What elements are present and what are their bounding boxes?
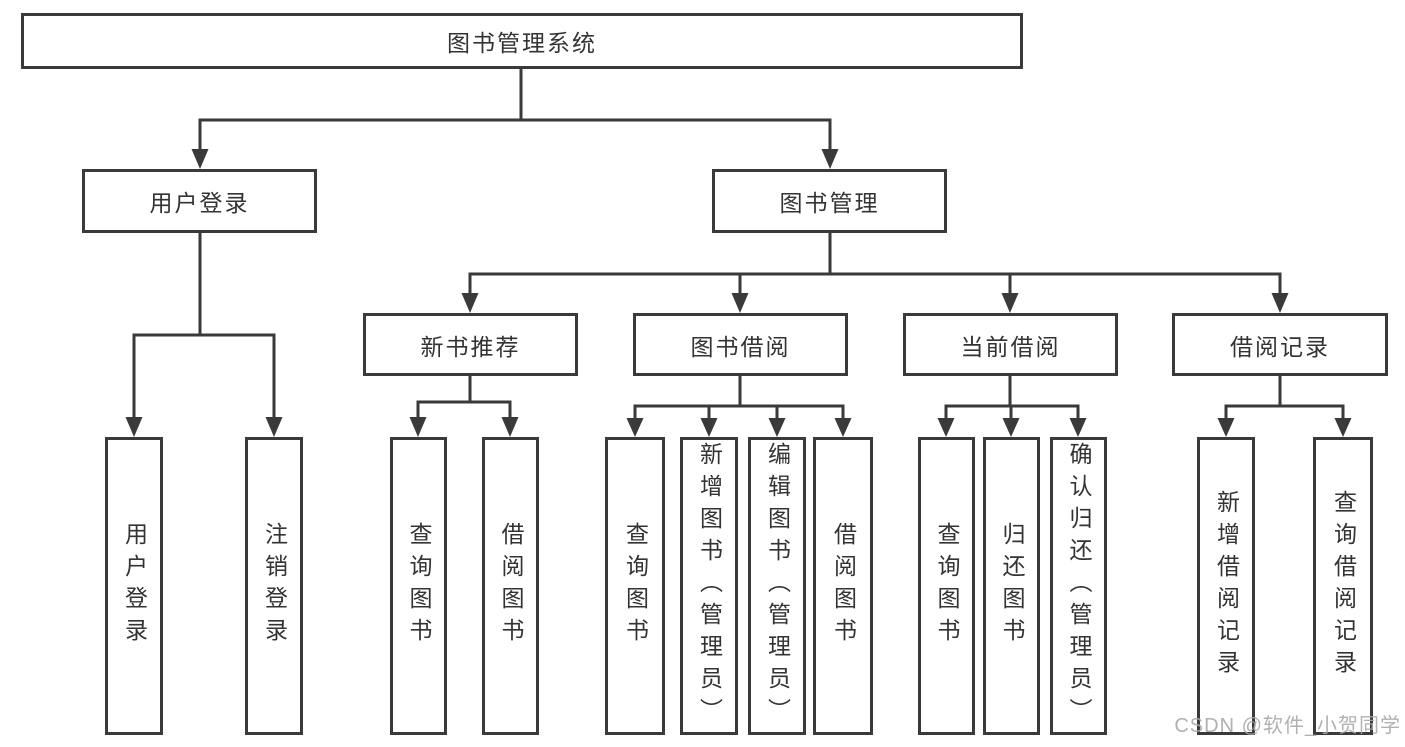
node-leaf-return-books: 归还图书 <box>983 437 1040 735</box>
node-label: 查询借阅记录 <box>1330 490 1357 682</box>
node-user-login: 用户登录 <box>82 169 317 233</box>
node-leaf-add-books-admin: 新增图书（管理员） <box>680 437 738 735</box>
node-leaf-query-books-recommendation: 查询图书 <box>390 437 447 735</box>
node-label: 图书管理系统 <box>447 30 597 56</box>
node-leaf-borrow-books: 借阅图书 <box>813 437 873 735</box>
node-label: 用户登录 <box>149 190 250 216</box>
node-leaf-logout: 注销登录 <box>245 437 303 735</box>
node-library-management-system: 图书管理系统 <box>21 13 1023 69</box>
node-label: 借阅图书 <box>830 522 857 650</box>
node-leaf-query-books-current: 查询图书 <box>918 437 975 735</box>
node-book-management: 图书管理 <box>712 169 947 233</box>
node-leaf-user-login: 用户登录 <box>105 437 163 735</box>
node-leaf-confirm-return-admin: 确认归还（管理员） <box>1050 437 1107 735</box>
node-label: 新增借阅记录 <box>1213 490 1240 682</box>
node-leaf-borrow-books-recommendation: 借阅图书 <box>482 437 539 735</box>
connector-user-login-children <box>125 233 283 437</box>
connector-current-borrowing-children <box>937 376 1087 437</box>
node-leaf-query-borrow-record: 查询借阅记录 <box>1313 437 1373 735</box>
connector-new-book-rec-children <box>409 376 519 437</box>
node-leaf-query-books-borrowing: 查询图书 <box>605 437 665 735</box>
node-current-borrowing: 当前借阅 <box>903 313 1118 376</box>
node-label: 查询图书 <box>622 522 649 650</box>
connector-root-to-level2 <box>191 69 839 169</box>
connector-borrow-records-children <box>1217 376 1352 437</box>
connector-book-mgmt-to-level3 <box>461 233 1289 313</box>
node-label: 查询图书 <box>406 522 432 650</box>
node-label: 图书借阅 <box>690 333 791 360</box>
node-label: 编辑图书（管理员） <box>764 442 791 730</box>
node-book-borrowing: 图书借阅 <box>633 313 848 376</box>
node-label: 借阅记录 <box>1230 333 1330 360</box>
connector-book-borrowing-children <box>626 376 852 437</box>
node-borrowing-records: 借阅记录 <box>1172 313 1388 376</box>
node-label: 新增图书（管理员） <box>696 442 723 730</box>
node-label: 确认归还（管理员） <box>1066 442 1092 730</box>
node-label: 新书推荐 <box>420 333 521 360</box>
node-new-book-recommendation: 新书推荐 <box>363 313 578 376</box>
node-leaf-add-borrow-record: 新增借阅记录 <box>1197 437 1255 735</box>
node-label: 用户登录 <box>121 522 148 650</box>
node-label: 注销登录 <box>261 522 288 650</box>
csdn-watermark: CSDN @软件_小贺同学 <box>1174 715 1401 737</box>
node-leaf-edit-books-admin: 编辑图书（管理员） <box>748 437 806 735</box>
node-label: 当前借阅 <box>960 333 1061 360</box>
node-label: 借阅图书 <box>498 522 524 650</box>
node-label: 归还图书 <box>999 522 1025 650</box>
node-label: 图书管理 <box>779 190 880 216</box>
node-label: 查询图书 <box>934 522 960 650</box>
